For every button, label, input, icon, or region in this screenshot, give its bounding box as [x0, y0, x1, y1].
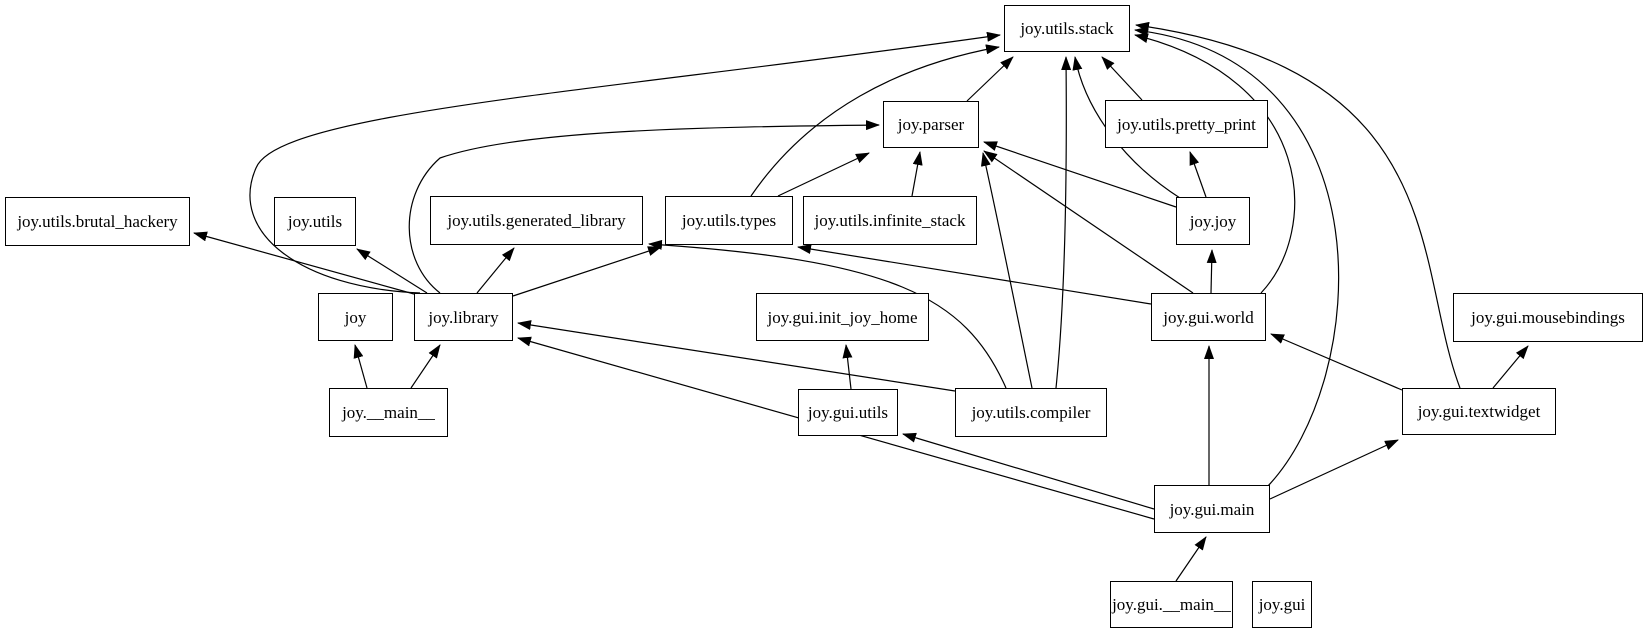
edge-compiler-to-parser [980, 152, 1033, 389]
edge-textwidget-to-mousebindings [1492, 345, 1529, 389]
edge-library-to-parser [408, 120, 880, 294]
edge-compiler-to-generated_library [648, 239, 1007, 389]
graph-node-joy: joy [318, 293, 393, 341]
graph-node-gui_main: joy.gui.main [1154, 485, 1270, 533]
edge-types-to-stack [750, 44, 1000, 197]
edge-library-to-stack [249, 31, 1001, 294]
graph-node-stack: joy.utils.stack [1004, 5, 1130, 52]
edge-gui_main-to-stack [1134, 26, 1340, 488]
edge-joy_joy-to-pretty_print [1189, 151, 1207, 198]
graph-node-gui_utils: joy.gui.utils [798, 389, 898, 436]
edge-joy_dunder_main-to-joy [353, 344, 368, 389]
edge-types-to-parser [777, 152, 870, 197]
edge-world-to-types [797, 244, 1152, 305]
graph-node-generated_library: joy.utils.generated_library [430, 196, 643, 245]
edge-compiler-to-stack [1055, 56, 1072, 389]
edge-textwidget-to-world [1270, 333, 1403, 391]
graph-node-library: joy.library [414, 293, 513, 341]
edge-textwidget-to-stack [1135, 21, 1461, 389]
edge-joy_joy-to-parser [983, 141, 1177, 208]
graph-node-brutal_hackery: joy.utils.brutal_hackery [5, 197, 190, 246]
edge-compiler-to-library [517, 320, 956, 392]
graph-node-joy_joy: joy.joy [1176, 197, 1250, 245]
edge-infinite_stack-to-parser [911, 151, 923, 197]
edge-pretty_print-to-stack [1101, 56, 1143, 101]
edge-gui_main-to-textwidget [1269, 439, 1399, 500]
graph-node-compiler: joy.utils.compiler [955, 388, 1107, 437]
graph-node-parser: joy.parser [883, 101, 979, 148]
graph-node-types: joy.utils.types [665, 196, 793, 245]
edge-joy_dunder_main-to-library [410, 344, 441, 389]
graph-node-utils: joy.utils [274, 197, 356, 246]
graph-node-world: joy.gui.world [1151, 293, 1266, 341]
graph-node-init_joy_home: joy.gui.init_joy_home [756, 293, 929, 341]
edge-gui_main-to-gui_utils [902, 432, 1155, 510]
edge-gui_dunder_main-to-gui_main [1175, 536, 1207, 582]
edge-parser-to-stack [966, 56, 1014, 102]
edge-library-to-generated_library [476, 247, 515, 294]
graph-node-infinite_stack: joy.utils.infinite_stack [803, 196, 977, 245]
edge-world-to-parser [983, 150, 1194, 294]
edge-world-to-joy_joy [1206, 249, 1217, 294]
graph-node-gui: joy.gui [1252, 581, 1312, 628]
edge-library-to-types [512, 246, 662, 297]
graph-node-joy_dunder_main: joy.__main__ [329, 388, 448, 437]
edge-gui_utils-to-init_joy_home [842, 344, 853, 390]
graph-node-textwidget: joy.gui.textwidget [1402, 388, 1556, 435]
graph-node-mousebindings: joy.gui.mousebindings [1453, 293, 1643, 342]
edge-library-to-brutal_hackery [193, 231, 415, 295]
graph-node-pretty_print: joy.utils.pretty_print [1105, 100, 1268, 148]
graph-node-gui_dunder_main: joy.gui.__main__ [1110, 581, 1233, 628]
edge-world-to-stack [1134, 33, 1296, 294]
edge-library-to-utils [356, 248, 428, 294]
